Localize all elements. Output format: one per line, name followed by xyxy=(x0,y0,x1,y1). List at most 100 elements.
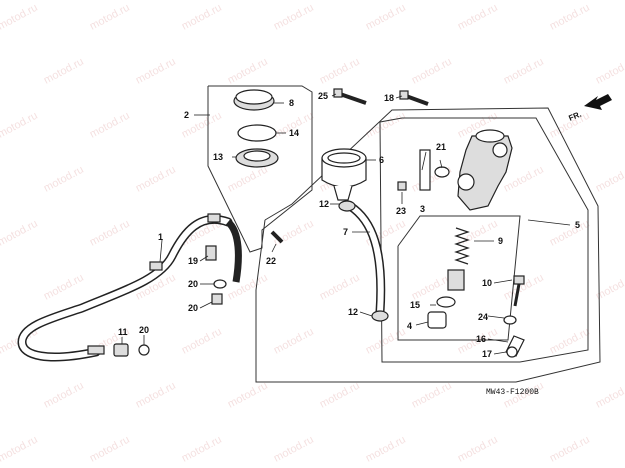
brake-hose-tail xyxy=(225,219,242,283)
diaphragm-inner xyxy=(243,150,271,162)
reservoir-frame xyxy=(207,85,313,253)
watermark-text: motod.ru xyxy=(180,434,224,465)
front-arrow-icon xyxy=(584,94,612,110)
callout-7: 7 xyxy=(343,227,348,237)
bolt-25-head xyxy=(333,88,343,98)
watermark-text: motod.ru xyxy=(180,326,224,357)
callout-1: 1 xyxy=(158,232,163,242)
bolt-22-part xyxy=(270,230,284,244)
watermark-text: motod.ru xyxy=(364,434,408,465)
callout-20-right: 20 xyxy=(139,325,149,335)
reservoir-hose-inner xyxy=(347,203,384,315)
watermark-text: motod.ru xyxy=(318,56,362,87)
watermark-text: motod.ru xyxy=(456,2,500,33)
watermark-text: motod.ru xyxy=(594,56,625,87)
brake-hose-group xyxy=(17,213,284,362)
watermark-text: motod.ru xyxy=(134,56,178,87)
watermark-text: motod.ru xyxy=(226,272,270,303)
reservoir-hose-group xyxy=(338,200,389,322)
side-bolts-group xyxy=(503,275,525,358)
watermark-text: motod.ru xyxy=(272,326,316,357)
bolt-10-shaft xyxy=(513,283,521,307)
callout-13: 13 xyxy=(213,152,223,162)
watermark-text: motod.ru xyxy=(88,2,132,33)
watermark-text: motod.ru xyxy=(0,2,40,33)
leader-lines xyxy=(121,93,571,355)
callout-25: 25 xyxy=(318,91,328,101)
watermark-text: motod.ru xyxy=(42,380,86,411)
cylinder-bore-left xyxy=(457,173,475,191)
bolt-19-part xyxy=(205,245,217,261)
cylinder-bore-right xyxy=(492,142,508,158)
cap-plate-part xyxy=(237,124,277,142)
callout-4: 4 xyxy=(407,321,412,331)
watermark-text: motod.ru xyxy=(548,434,592,465)
watermark-text: motod.ru xyxy=(410,56,454,87)
callout-18: 18 xyxy=(384,93,394,103)
reservoir-outlet xyxy=(333,185,353,201)
hose-fitting-end xyxy=(87,345,105,355)
callout-2: 2 xyxy=(184,110,189,120)
watermark-text: motod.ru xyxy=(134,380,178,411)
callout-20-lower: 20 xyxy=(188,303,198,313)
callout-19: 19 xyxy=(188,256,198,266)
watermark-text: motod.ru xyxy=(42,56,86,87)
callout-10: 10 xyxy=(482,278,492,288)
nut-17-part xyxy=(506,346,518,358)
callout-24: 24 xyxy=(478,312,488,322)
watermark-text: motod.ru xyxy=(318,272,362,303)
reservoir-cap-top xyxy=(235,89,273,105)
watermark-text: motod.ru xyxy=(364,326,408,357)
watermark-text: motod.ru xyxy=(548,326,592,357)
bolt-23-part xyxy=(397,181,407,191)
callout-16: 16 xyxy=(476,334,486,344)
watermark-text: motod.ru xyxy=(272,434,316,465)
watermark-text: motod.ru xyxy=(364,2,408,33)
master-cylinder-body-group xyxy=(397,129,513,211)
callout-labels: 1 2 3 4 5 6 7 8 9 10 11 12 12 13 14 15 1… xyxy=(118,91,580,359)
watermark-text: motod.ru xyxy=(410,380,454,411)
reservoir-tank-group xyxy=(321,148,367,201)
callout-17: 17 xyxy=(482,349,492,359)
watermark-text: motod.ru xyxy=(502,56,546,87)
watermark-text: motod.ru xyxy=(272,2,316,33)
watermark-text: motod.ru xyxy=(364,110,408,141)
callout-8: 8 xyxy=(289,98,294,108)
watermark-text: motod.ru xyxy=(548,218,592,249)
ring-15-part xyxy=(436,296,456,308)
front-direction-indicator: FR. xyxy=(567,94,612,123)
piston-kit-part xyxy=(427,311,447,329)
watermark-text: motod.ru xyxy=(226,380,270,411)
watermark-text: motod.ru xyxy=(134,164,178,195)
spring-part xyxy=(454,227,470,265)
washer-20-part xyxy=(138,344,150,356)
callout-14: 14 xyxy=(289,128,299,138)
watermark-text: motod.ru xyxy=(502,164,546,195)
callout-23: 23 xyxy=(396,206,406,216)
watermark-text: motod.ru xyxy=(0,434,40,465)
master-cylinder-frame xyxy=(255,107,601,383)
callout-9: 9 xyxy=(498,236,503,246)
watermark-text: motod.ru xyxy=(594,164,625,195)
watermark-text: motod.ru xyxy=(0,110,40,141)
bolt-18-head xyxy=(399,90,409,100)
piston-cup-part xyxy=(447,269,465,291)
bolt-18-part xyxy=(405,94,429,106)
hose-clip-lower xyxy=(371,310,389,322)
hose-fitting-upper xyxy=(207,213,221,223)
callout-12-lower: 12 xyxy=(348,307,358,317)
watermark-text: motod.ru xyxy=(88,110,132,141)
watermark-text: motod.ru xyxy=(548,2,592,33)
bolt-20c-part xyxy=(211,293,223,305)
o-ring-21-part xyxy=(434,166,450,178)
watermark-text: motod.ru xyxy=(318,380,362,411)
joint-part xyxy=(419,149,431,191)
diagram-code: MW43-F1200B xyxy=(486,388,539,397)
bolt-10-head xyxy=(513,275,525,285)
watermark-text: motod.ru xyxy=(42,164,86,195)
washer-24-part xyxy=(503,315,517,325)
watermark-text: motod.ru xyxy=(88,218,132,249)
hose-bolt-11-part xyxy=(113,343,129,357)
cylinder-mount-top xyxy=(475,129,505,143)
